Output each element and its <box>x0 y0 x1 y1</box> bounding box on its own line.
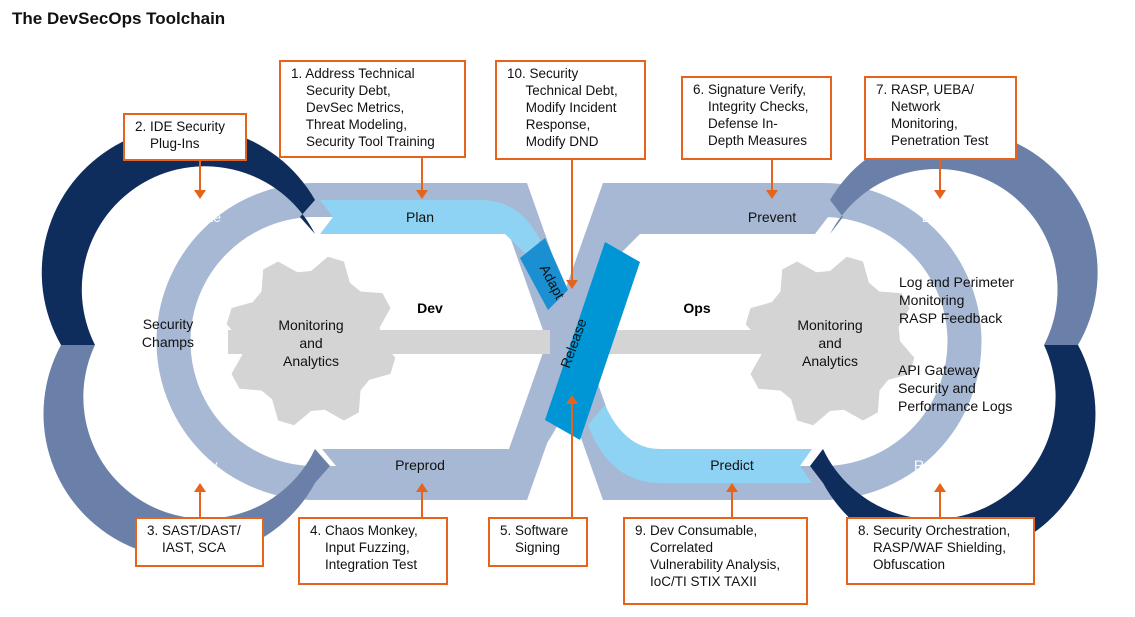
segment-label-prevent: Prevent <box>748 209 796 225</box>
segment-label-plan: Plan <box>406 209 434 225</box>
loop-base <box>156 183 982 500</box>
segment-label-create: Create <box>179 209 221 225</box>
callout-3: 3. SAST/DAST/ IAST, SCA <box>135 517 264 567</box>
segment-verify <box>43 345 330 559</box>
segment-release <box>545 242 640 440</box>
callout-1: 1. Address Technical Security Debt, DevS… <box>279 60 466 158</box>
segment-label-detect: Detect <box>922 209 963 225</box>
segment-label-preprod: Preprod <box>395 457 445 473</box>
segment-plan <box>320 200 540 258</box>
gear-icon <box>600 256 915 426</box>
gear-left-label: Monitoring and Analytics <box>278 317 344 369</box>
callout-9: 9. Dev Consumable, Correlated Vulnerabil… <box>623 517 808 605</box>
callout-8: 8. Security Orchestration, RASP/WAF Shie… <box>846 517 1035 585</box>
callout-6: 6. Signature Verify, Integrity Checks, D… <box>681 76 832 160</box>
segment-prevent <box>595 200 828 262</box>
callout-4: 4. Chaos Monkey, Input Fuzzing, Integrat… <box>298 517 448 585</box>
segment-respond <box>810 345 1096 559</box>
segment-detect <box>830 128 1098 345</box>
security-champs-label: Security Champs <box>141 316 195 350</box>
segment-predict <box>588 405 812 483</box>
callout-5: 5. Software Signing <box>488 517 588 567</box>
segment-label-respond: Respond <box>914 457 970 473</box>
loop-label-ops: Ops <box>683 300 710 316</box>
gear-icon <box>226 256 550 426</box>
callout-2: 2. IDE Security Plug-Ins <box>123 113 247 161</box>
segment-create <box>41 126 315 345</box>
callout-10: 10. Security Technical Debt, Modify Inci… <box>495 60 646 160</box>
gear-right-label: Monitoring and Analytics <box>797 317 863 369</box>
segment-adapt <box>520 238 568 310</box>
segment-preprod <box>322 402 560 483</box>
segment-label-verify: Verify <box>182 457 217 473</box>
arrow-icon <box>194 157 946 517</box>
page-title: The DevSecOps Toolchain <box>12 9 226 28</box>
callout-7: 7. RASP, UEBA/ Network Monitoring, Penet… <box>864 76 1017 160</box>
log-perimeter-label: Log and Perimeter Monitoring RASP Feedba… <box>899 274 1015 326</box>
loop-label-dev: Dev <box>417 300 443 316</box>
segment-label-predict: Predict <box>710 457 754 473</box>
api-gateway-label: API Gateway Security and Performance Log… <box>898 362 1013 414</box>
